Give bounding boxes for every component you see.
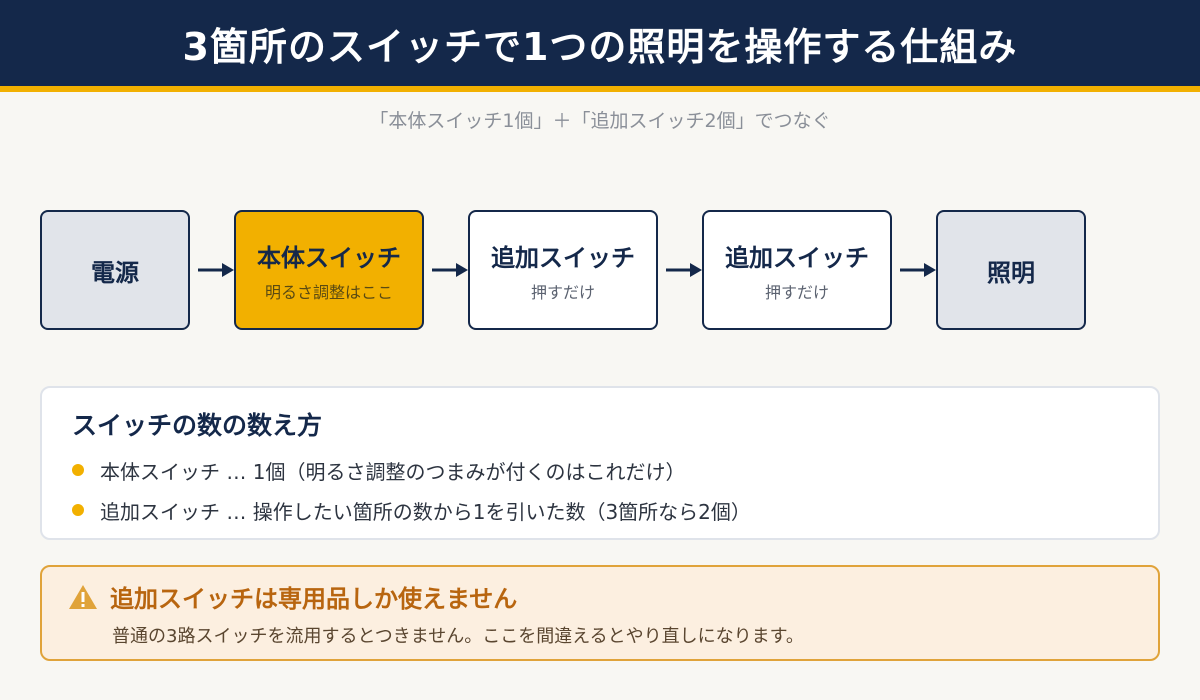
flow-node-note: 明るさ調整はここ bbox=[264, 282, 393, 302]
bullet-list: 本体スイッチ … 1個（明るさ調整のつまみが付くのはこれだけ） 追加スイッチ …… bbox=[72, 450, 1128, 530]
arrow-right-icon bbox=[900, 263, 936, 277]
list-item: 追加スイッチ … 操作したい箇所の数から1を引いた数（3箇所なら2個） bbox=[72, 490, 1128, 530]
subtitle: 「本体スイッチ1個」＋「追加スイッチ2個」でつなぐ bbox=[369, 110, 831, 132]
warning-body: 普通の3路スイッチを流用するとつきません。ここを間違えるとやり直しになります。 bbox=[112, 626, 804, 647]
page-title: 3箇所のスイッチで1つの照明を操作する仕組み bbox=[182, 24, 1018, 69]
flow-node-light: 照明 bbox=[936, 210, 1086, 330]
flow-node-label: 追加スイッチ bbox=[491, 243, 635, 272]
flow-node-label: 本体スイッチ bbox=[257, 243, 401, 272]
flow-node-label: 電源 bbox=[91, 258, 139, 287]
flow-node-note: 押すだけ bbox=[764, 282, 829, 302]
wiring-flow-diagram: 電源 本体スイッチ 明るさ調整はここ 追加スイッチ 押すだけ 追加スイッチ 押す… bbox=[40, 210, 1087, 330]
arrow-right-icon bbox=[198, 263, 234, 277]
flow-node-extra-switch-1: 追加スイッチ 押すだけ bbox=[468, 210, 658, 330]
arrow-right-icon bbox=[432, 263, 468, 277]
warning-callout: 追加スイッチは専用品しか使えません 普通の3路スイッチを流用するとつきません。こ… bbox=[40, 565, 1160, 661]
switch-count-card: スイッチの数の数え方 本体スイッチ … 1個（明るさ調整のつまみが付くのはこれだ… bbox=[40, 386, 1160, 540]
warning-icon bbox=[69, 584, 97, 609]
bullet-dot-icon bbox=[72, 464, 84, 476]
arrow-right-icon bbox=[666, 263, 702, 277]
list-item-text: 本体スイッチ … 1個（明るさ調整のつまみが付くのはこれだけ） bbox=[100, 459, 686, 484]
flow-node-note: 押すだけ bbox=[530, 282, 595, 302]
card-title: スイッチの数の数え方 bbox=[72, 411, 323, 440]
warning-title: 追加スイッチは専用品しか使えません bbox=[110, 585, 518, 613]
flow-node-main-switch: 本体スイッチ 明るさ調整はここ bbox=[234, 210, 424, 330]
flow-node-extra-switch-2: 追加スイッチ 押すだけ bbox=[702, 210, 892, 330]
list-item-text: 追加スイッチ … 操作したい箇所の数から1を引いた数（3箇所なら2個） bbox=[100, 499, 751, 524]
flow-node-label: 追加スイッチ bbox=[725, 243, 869, 272]
list-item: 本体スイッチ … 1個（明るさ調整のつまみが付くのはこれだけ） bbox=[72, 450, 1128, 490]
bullet-dot-icon bbox=[72, 504, 84, 516]
flow-node-label: 照明 bbox=[987, 258, 1035, 287]
header-bar: 3箇所のスイッチで1つの照明を操作する仕組み bbox=[0, 0, 1200, 92]
flow-node-power-source: 電源 bbox=[40, 210, 190, 330]
